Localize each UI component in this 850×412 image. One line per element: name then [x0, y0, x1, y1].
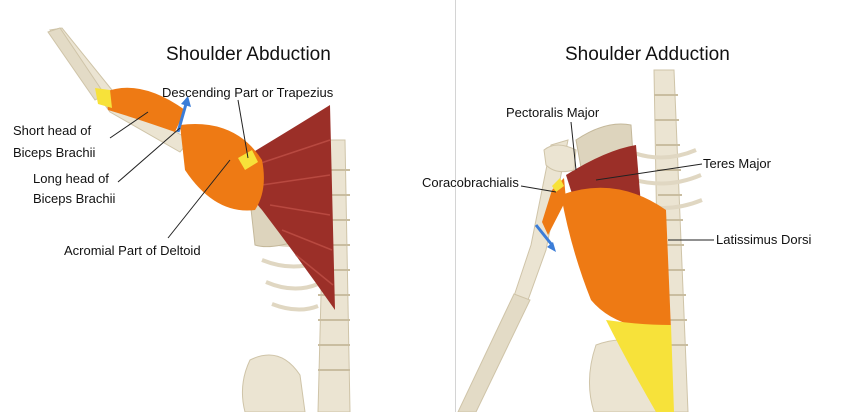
adduction-panel: Shoulder Adduction Pectoralis Major Tere…: [456, 0, 850, 412]
leader-lines: [109, 99, 249, 239]
latissimus-muscle: [561, 187, 671, 330]
pectoralis-label: Pectoralis Major: [506, 105, 600, 120]
abduction-arrow: [176, 96, 191, 133]
long-head-label-line2: Biceps Brachii: [33, 191, 116, 206]
teres-major-label: Teres Major: [703, 156, 771, 171]
adduction-arrow: [534, 224, 556, 252]
deltoid-label: Acromial Part of Deltoid: [64, 243, 201, 258]
adduction-illustration: [457, 69, 714, 412]
short-head-label-line1: Short head of: [13, 123, 92, 138]
shoulder-head: [543, 144, 577, 173]
forearm: [457, 293, 531, 412]
biceps-tendon: [95, 88, 112, 108]
coracobrachialis-tendon: [552, 178, 564, 192]
coracobrachialis-label: Coracobrachialis: [422, 175, 519, 190]
adduction-title: Shoulder Adduction: [565, 44, 730, 65]
leader-lines: [520, 121, 714, 241]
coracobrachialis-muscle: [542, 178, 566, 235]
abduction-illustration: [47, 27, 351, 412]
abduction-panel: Shoulder Abduction Descending Part or Tr…: [13, 27, 351, 412]
short-head-label-line2: Biceps Brachii: [13, 145, 96, 160]
panel-divider: [455, 0, 456, 412]
deltoid-muscle: [180, 124, 264, 211]
trapezius-label: Descending Part or Trapezius: [162, 85, 334, 100]
pelvis: [241, 354, 306, 412]
trapezius-fiber-lines: [254, 139, 334, 286]
latissimus-aponeurosis: [606, 320, 674, 412]
latissimus-label: Latissimus Dorsi: [716, 232, 812, 247]
abduction-title: Shoulder Abduction: [166, 44, 331, 65]
deltoid-tendon: [238, 150, 258, 170]
long-head-label-line1: Long head of: [33, 171, 109, 186]
biceps-muscle: [105, 87, 185, 132]
